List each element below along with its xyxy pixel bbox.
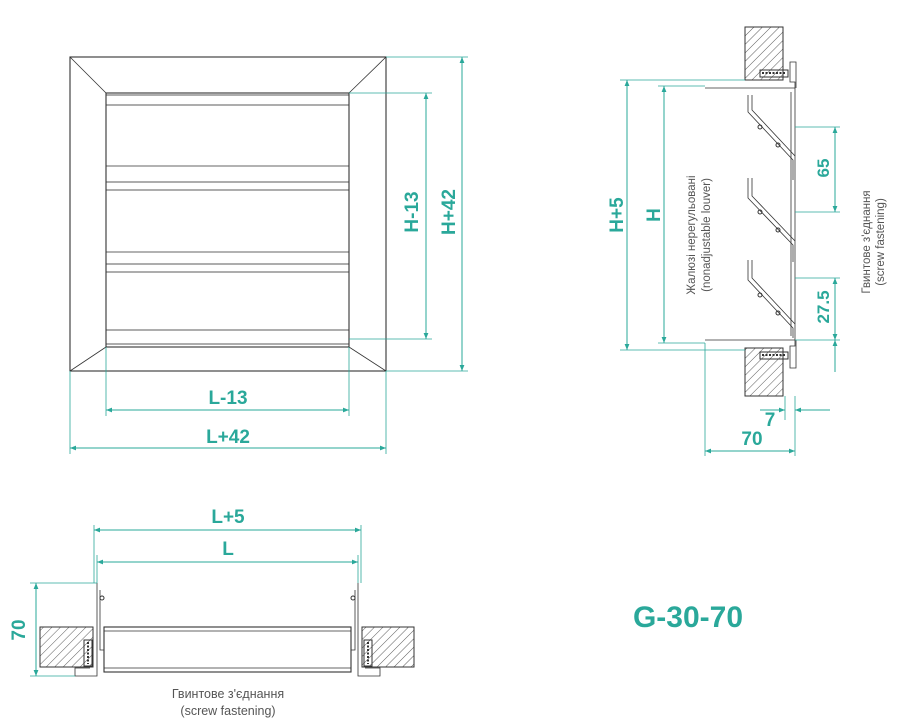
louver-note-line1: Жалюзі нерегульовані [686,175,698,294]
dim-height: H [644,208,665,222]
dim-width-l: L [222,539,234,560]
dim-width-inner: L-13 [208,388,247,409]
wall-section-right [361,626,415,668]
screw-fastening-left [83,639,93,667]
dim-width-outer: L+42 [206,427,250,448]
louver-note-line2: (nonadjustable louver) [701,178,713,292]
front-view: L-13 L+42 H-13 H+42 [69,56,468,454]
dim-bottom-offset: 27.5 [814,290,833,323]
grille-inner-opening [105,92,350,348]
dim-height-plus-5: H+5 [607,197,628,233]
dim-depth: 70 [741,429,762,450]
dim-height-outer: H+42 [439,189,460,235]
fastening-note-side-line2: (screw fastening) [875,198,887,286]
screw-fastening-right [363,639,373,667]
side-profile-right [357,583,381,677]
bottom-view: L+5 L 70 Гвинтове з'єднання (screw faste… [9,507,415,718]
fastening-note-side-line1: Гвинтове з'єднання [861,190,873,293]
model-name: G-30-70 [633,601,743,634]
fastening-note-bottom-line2: (screw fastening) [180,704,275,718]
screw-fastening-top [759,69,789,78]
louver-blades [105,94,350,345]
dim-depth-bottom: 70 [9,619,30,640]
dim-width-plus-5: L+5 [211,507,245,528]
screw-fastening-bottom [759,351,789,360]
louver-body [103,626,352,673]
fastening-note-bottom-line1: Гвинтове з'єднання [172,687,284,701]
dim-louver-pitch: 65 [814,159,833,178]
wall-section-left [39,626,94,668]
dim-height-inner: H-13 [402,191,423,232]
side-louver-blades [747,95,796,338]
dim-flange: 7 [765,410,776,431]
wall-section-top [744,26,784,81]
side-view: H+5 H 65 27.5 70 7 Жалюзі нерегульовані … [607,26,887,456]
